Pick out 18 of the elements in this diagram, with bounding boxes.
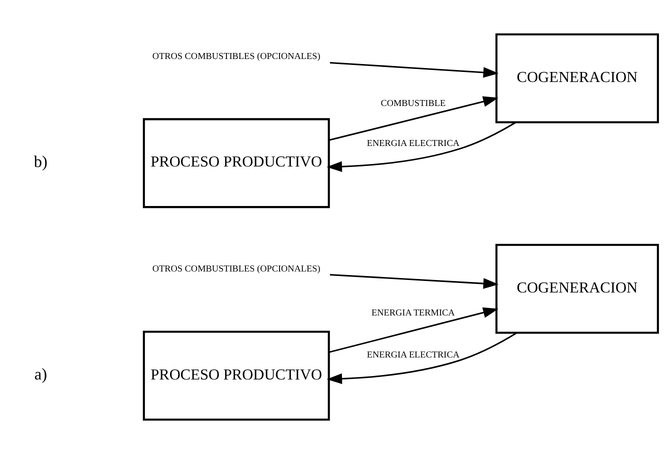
arrow (326, 121, 516, 172)
node-text: OTROS COMBUSTIBLES (OPCIONALES) (152, 50, 320, 61)
edge-label: COMBUSTIBLE (380, 98, 446, 108)
arrow (326, 332, 517, 384)
node-box: COGENERACION (494, 243, 658, 334)
arrow (328, 96, 498, 140)
node-box: COGENERACION (494, 32, 658, 123)
label: a) (34, 364, 47, 384)
arrow (328, 306, 498, 352)
arrow (329, 273, 498, 288)
arrow (329, 61, 498, 78)
edge-label: ENERGIA TERMICA (371, 307, 454, 318)
edge-label: ENERGIA ELECTRICA (366, 349, 459, 359)
edge-label: ENERGIA ELECTRICA (366, 137, 459, 148)
label: b) (33, 152, 47, 171)
node-text: OTROS COMBUSTIBLES (OPCIONALES) (152, 263, 320, 274)
node-box: PROCESO PRODUCTIVO (142, 118, 330, 208)
node-box: PROCESO PRODUCTIVO (142, 330, 330, 420)
